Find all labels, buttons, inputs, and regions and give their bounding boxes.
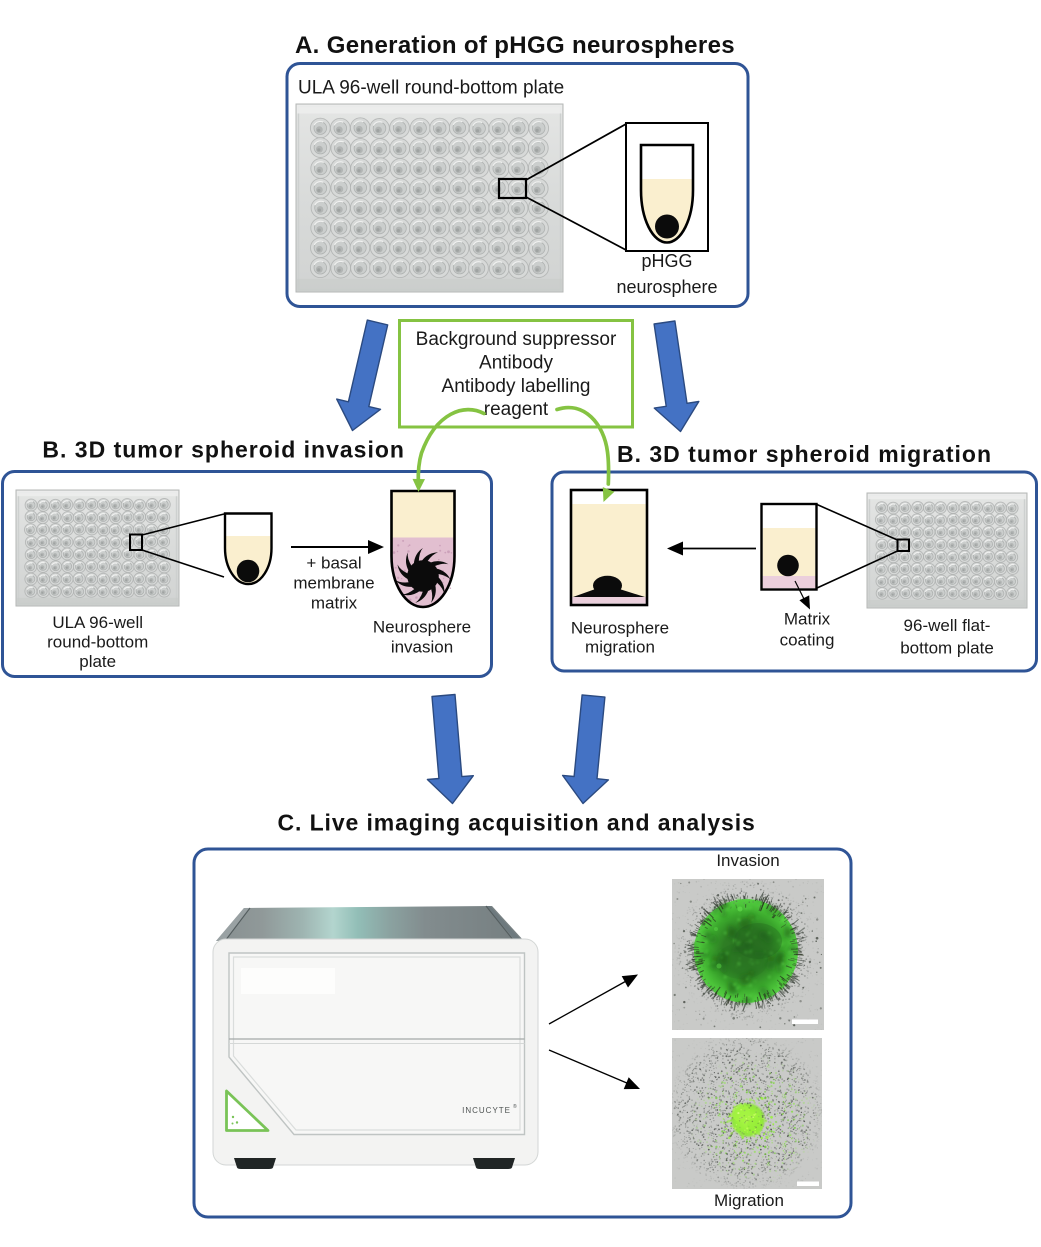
svg-text:96-well flat-: 96-well flat- bbox=[904, 616, 991, 635]
svg-text:Antibody: Antibody bbox=[479, 353, 553, 374]
svg-text:invasion: invasion bbox=[391, 638, 453, 657]
svg-text:round-bottom: round-bottom bbox=[47, 633, 148, 652]
svg-text:migration: migration bbox=[585, 638, 655, 657]
svg-text:Antibody labelling: Antibody labelling bbox=[442, 376, 591, 397]
svg-text:+ basal: + basal bbox=[306, 554, 361, 573]
svg-text:ULA 96-well: ULA 96-well bbox=[52, 613, 143, 632]
svg-text:C. Live imaging acquisition an: C. Live imaging acquisition and analysis bbox=[278, 810, 756, 836]
svg-text:Neurosphere: Neurosphere bbox=[373, 618, 471, 637]
svg-text:Background suppressor: Background suppressor bbox=[416, 329, 617, 350]
svg-text:coating: coating bbox=[780, 631, 835, 650]
svg-text:matrix: matrix bbox=[311, 594, 358, 613]
svg-text:pHGG: pHGG bbox=[641, 251, 692, 271]
svg-text:bottom plate: bottom plate bbox=[900, 639, 994, 658]
svg-text:®: ® bbox=[513, 1103, 517, 1110]
svg-text:plate: plate bbox=[79, 652, 116, 671]
svg-text:ULA 96-well round-bottom plate: ULA 96-well round-bottom plate bbox=[298, 78, 564, 99]
svg-text:Invasion: Invasion bbox=[716, 851, 779, 870]
svg-text:INCUCYTE: INCUCYTE bbox=[462, 1106, 511, 1115]
svg-text:B. 3D tumor spheroid migration: B. 3D tumor spheroid migration bbox=[617, 441, 992, 467]
svg-text:Migration: Migration bbox=[714, 1191, 784, 1210]
svg-text:neurosphere: neurosphere bbox=[616, 277, 717, 297]
svg-text:Neurosphere: Neurosphere bbox=[571, 619, 669, 638]
svg-text:B. 3D tumor spheroid invasion: B. 3D tumor spheroid invasion bbox=[42, 437, 405, 463]
svg-text:A. Generation of pHGG neurosph: A. Generation of pHGG neurospheres bbox=[295, 32, 735, 59]
svg-text:membrane: membrane bbox=[293, 574, 374, 593]
svg-text:Matrix: Matrix bbox=[784, 610, 831, 629]
svg-text:reagent: reagent bbox=[484, 399, 549, 420]
